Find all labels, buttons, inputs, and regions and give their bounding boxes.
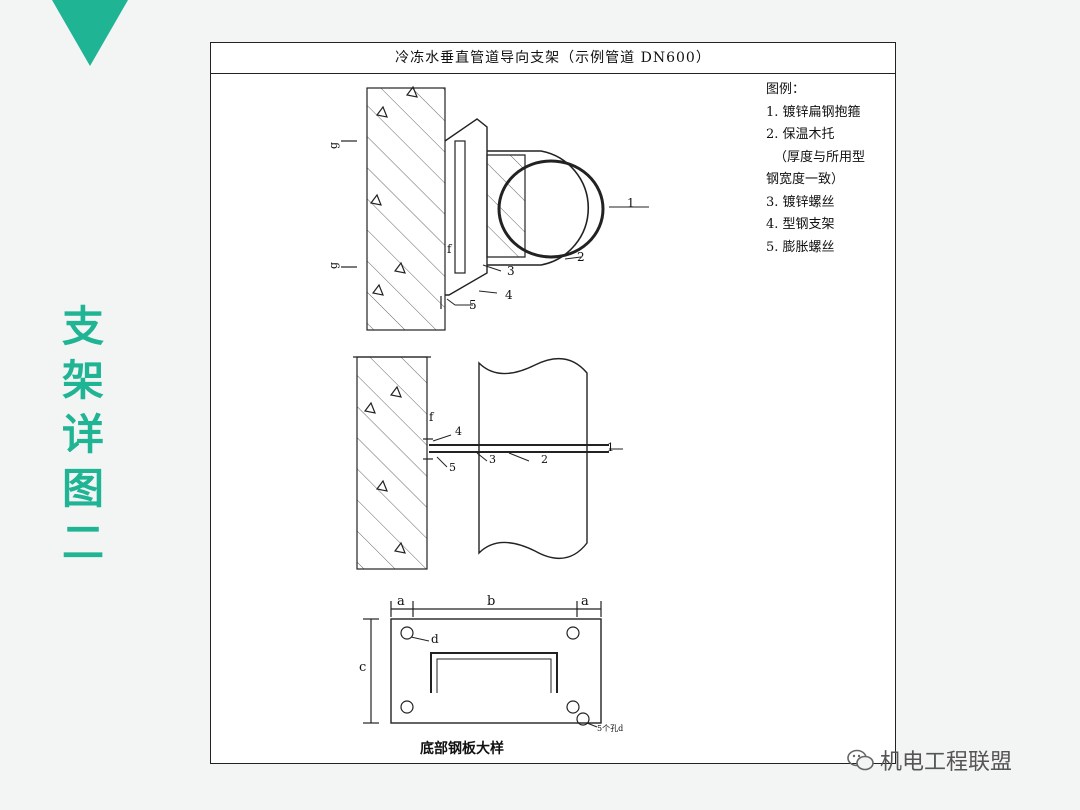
channel-steel xyxy=(430,652,558,693)
callout-5: 5 xyxy=(449,461,456,474)
callout-4: 4 xyxy=(505,288,513,302)
side-title-char: 详 xyxy=(61,410,104,459)
drawing-sheet: 冷冻水垂直管道导向支架（示例管道 DN600） 图例： 1. 镀锌扁钢抱箍 2.… xyxy=(210,42,896,764)
callout-5: 5 xyxy=(469,298,477,312)
callout-f: f xyxy=(447,242,453,256)
callout-1: 1 xyxy=(607,441,614,454)
callout-2: 2 xyxy=(577,250,585,264)
hole-note: 5个孔d xyxy=(597,724,623,733)
side-title-char: 图 xyxy=(61,464,104,513)
side-title-char: 支 xyxy=(61,302,104,351)
wall-section xyxy=(366,87,446,331)
steel-plate xyxy=(390,618,602,724)
legend-item: 3. 镀锌螺丝 xyxy=(766,194,835,210)
sheet-title: 冷冻水垂直管道导向支架（示例管道 DN600） xyxy=(211,43,895,74)
side-title-char: 二 xyxy=(61,518,104,567)
legend-heading: 图例： xyxy=(766,82,806,97)
legend-item: 2. 保温木托 xyxy=(766,127,835,142)
dim-a: a xyxy=(581,594,589,609)
wall-elevation xyxy=(356,356,428,570)
callout-3: 3 xyxy=(489,453,496,466)
watermark: 机电工程联盟 xyxy=(846,744,1012,776)
side-title-char: 架 xyxy=(61,356,104,405)
steel-bracket xyxy=(444,118,488,296)
callout-g: g xyxy=(327,142,340,149)
bracket-drawing: 1 2 3 4 5 g g f f 1 xyxy=(327,85,649,733)
callout-1: 1 xyxy=(627,196,635,210)
dim-d: d xyxy=(431,632,439,646)
dim-b: b xyxy=(487,594,495,609)
legend-item: （厚度与所用型 xyxy=(774,149,866,165)
watermark-text: 机电工程联盟 xyxy=(880,750,1013,775)
dim-a: a xyxy=(397,594,405,609)
callout-3: 3 xyxy=(507,264,515,278)
side-title: 支 架 详 图 二 xyxy=(58,300,108,570)
dim-c: c xyxy=(359,660,366,675)
pipe-section xyxy=(497,159,605,259)
corner-triangle-icon xyxy=(52,0,128,66)
wechat-icon xyxy=(847,749,874,771)
plate-caption: 底部钢板大样 xyxy=(420,741,504,757)
side-view xyxy=(353,356,623,570)
callout-g: g xyxy=(327,262,340,269)
pipe-elevation xyxy=(478,357,588,560)
callout-4: 4 xyxy=(455,425,462,438)
plate-detail xyxy=(363,601,602,728)
legend-item: 5. 膨胀螺丝 xyxy=(766,239,835,255)
callout-f: f xyxy=(429,410,435,424)
wood-pad xyxy=(486,154,526,258)
legend: 图例： 1. 镀锌扁钢抱箍 2. 保温木托 （厚度与所用型 钢宽度一致） 3. … xyxy=(766,79,865,259)
legend-item: 1. 镀锌扁钢抱箍 xyxy=(766,104,861,120)
legend-item: 钢宽度一致） xyxy=(766,172,845,187)
clamp-strap xyxy=(487,150,590,266)
top-view xyxy=(341,85,649,331)
callout-2: 2 xyxy=(541,453,548,466)
legend-item: 4. 型钢支架 xyxy=(766,217,835,232)
